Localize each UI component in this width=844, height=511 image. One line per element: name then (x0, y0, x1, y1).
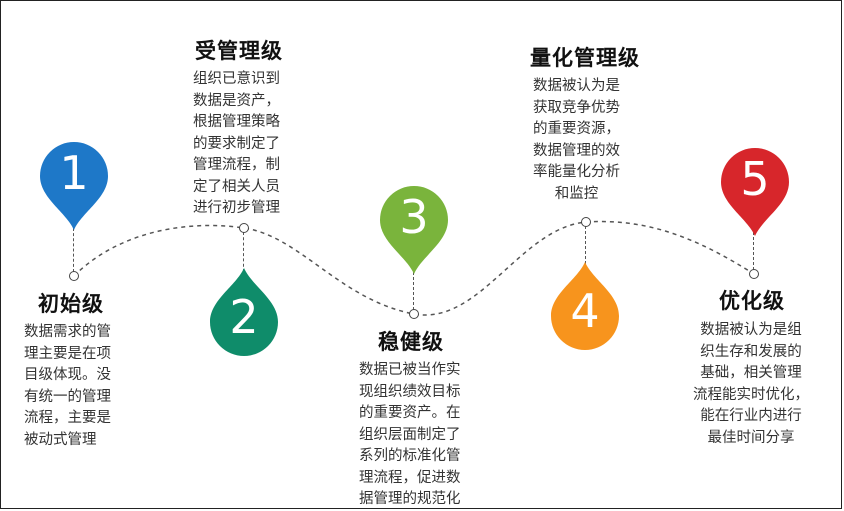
pin-level-5: 5 (721, 148, 789, 236)
level-desc-5: 数据被认为是组 织生存和发展的 基础，相关管理 流程能实时优化， 能在行业内进行… (693, 322, 809, 446)
level-title-4: 量化管理级 (530, 46, 640, 70)
curve-dot-level-5 (749, 269, 759, 279)
level-desc-1: 数据需求的管 理主要是在项 目级体现。没 有统一的管理 流程，主要是 被动式管理 (24, 324, 111, 448)
curve-dot-level-2 (239, 223, 249, 233)
level-title-5: 优化级 (719, 289, 785, 313)
pin-level-2: 2 (210, 268, 278, 356)
pin-number-1: 1 (59, 146, 89, 200)
pin-level-4: 4 (551, 262, 619, 350)
level-desc-2: 组织已意识到 数据是资产， 根据管理策略 的要求制定了 管理流程，制 定了相关人… (193, 71, 280, 216)
curve-dot-level-3 (409, 309, 419, 319)
pin-number-2: 2 (229, 290, 259, 344)
curve-dot-level-1 (69, 271, 79, 281)
stem-level-2 (243, 232, 244, 272)
level-desc-3: 数据已被当作实 现组织绩效目标 的重要资产。在 组织层面制定了 系列的标准化管 … (359, 362, 461, 507)
level-title-3: 稳健级 (378, 330, 444, 354)
pin-number-5: 5 (740, 152, 770, 206)
stem-level-5 (753, 232, 754, 270)
level-title-2: 受管理级 (195, 39, 283, 63)
level-desc-4: 数据被认为是 获取竞争优势 的重要资源， 数据管理的效 率能量化分析 和监控 (533, 78, 620, 202)
pin-number-3: 3 (399, 190, 429, 244)
pin-level-3: 3 (380, 186, 448, 274)
pin-number-4: 4 (570, 284, 600, 338)
curve-dot-level-4 (581, 217, 591, 227)
stem-level-3 (413, 272, 414, 310)
stem-level-1 (73, 228, 74, 272)
stem-level-4 (585, 226, 586, 264)
pin-level-1: 1 (40, 142, 108, 230)
level-title-1: 初始级 (38, 292, 104, 316)
